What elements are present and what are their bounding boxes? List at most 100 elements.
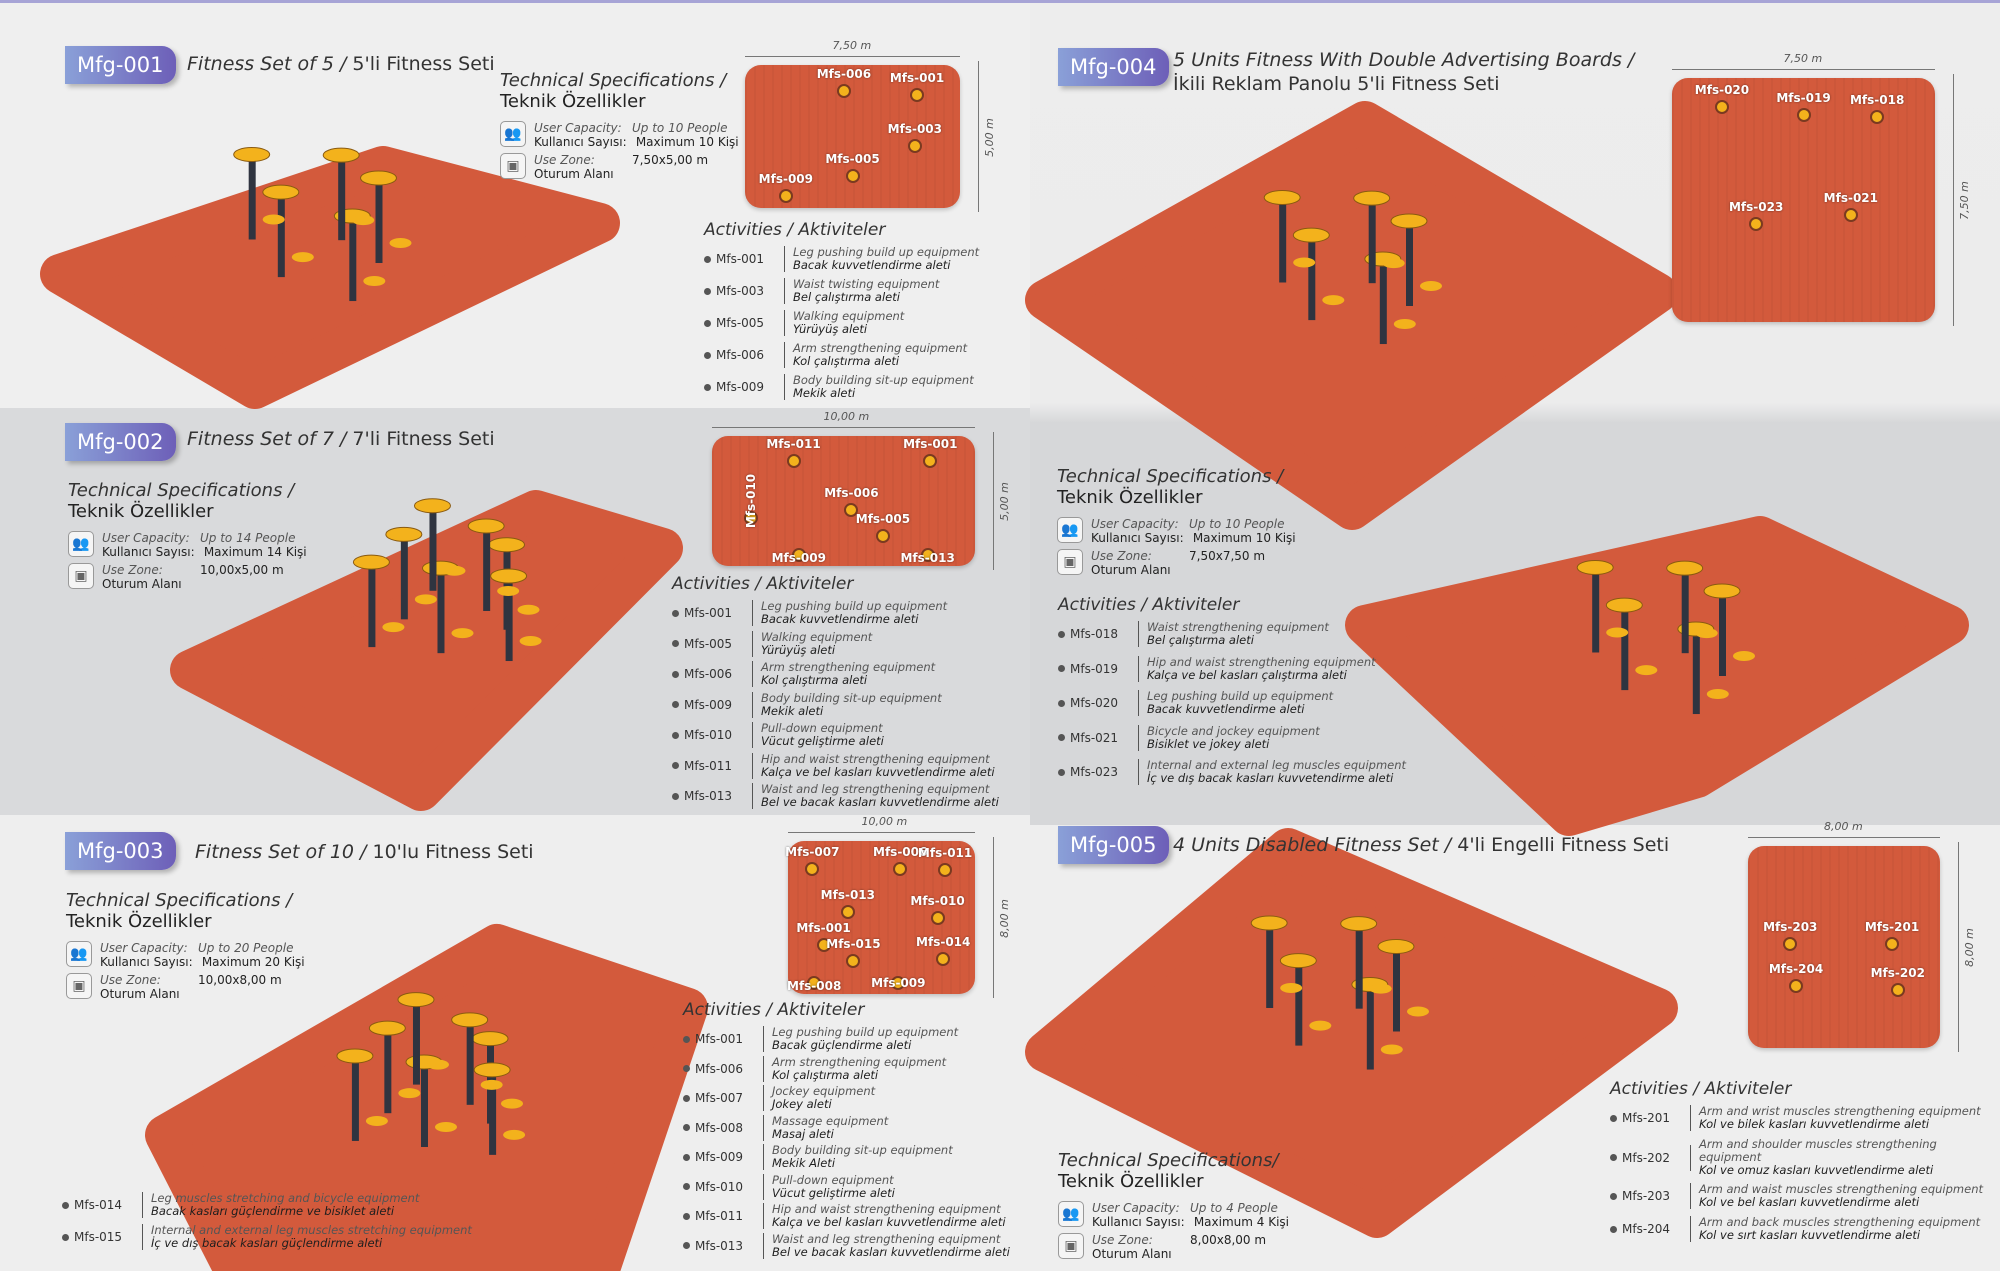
- equipment-3-pedal: [480, 1079, 503, 1090]
- zone-cube-icon: ▣: [66, 973, 92, 999]
- plan-label: Mfs-005: [855, 512, 911, 527]
- bullet-icon: [1610, 1225, 1617, 1233]
- divider: [763, 1026, 764, 1052]
- equipment-2-pedal: [382, 622, 405, 633]
- plan-label: Mfs-014: [916, 934, 971, 949]
- equipment-4-seat: [1292, 227, 1330, 243]
- activity-name-en: Pull-down equipment: [772, 1172, 894, 1187]
- plan-equipment-icon: [891, 976, 906, 990]
- plan-label: Mfs-021: [1823, 190, 1878, 205]
- divider: [1138, 655, 1139, 682]
- bullet-icon: [1610, 1192, 1617, 1200]
- zone-label-tr: Oturum Alanı: [1092, 1247, 1172, 1261]
- plan-equipment-icon: [844, 503, 859, 518]
- plan-equipment-icon: [805, 861, 820, 876]
- activity-name-tr: İç ve dış bacak kasları güçlendirme alet…: [151, 1236, 383, 1250]
- equipment-4-pedal: [1293, 257, 1316, 268]
- activity-code: Mfs-021: [1070, 730, 1119, 745]
- divider: [763, 1232, 764, 1259]
- equipment-5-post: [1393, 946, 1400, 1032]
- divider: [1690, 1144, 1691, 1171]
- activity-name-en: Arm and wrist muscles strengthening equi…: [1699, 1104, 1981, 1118]
- activity-name-en: Leg pushing build up equipment: [1147, 689, 1334, 703]
- bullet-icon: [704, 351, 711, 359]
- activity-name-en: Leg muscles stretching and bicycle equip…: [151, 1191, 420, 1205]
- plan-label: Mfs-011: [766, 436, 821, 451]
- title-english: Fitness Set of 7 /: [187, 428, 347, 450]
- product-code-badge: Mfg-004: [1058, 48, 1169, 96]
- equipment-4b-seat: [1703, 583, 1741, 599]
- equipment-1-pedal: [389, 238, 412, 248]
- divider: [752, 752, 753, 779]
- title-english: Fitness Set of 5 /: [187, 53, 347, 75]
- capacity-label-tr: Kullanıcı Sayısı:: [1091, 531, 1184, 545]
- floor-render-5: [1025, 828, 1678, 1238]
- equipment-1-seat: [322, 147, 360, 163]
- specs-heading-tr: Teknik Özellikler: [1057, 487, 1203, 508]
- plan-label: Mfs-001: [903, 436, 958, 451]
- equipment-4-post: [1406, 221, 1413, 306]
- plan-equipment-icon: [1783, 936, 1798, 951]
- activity-name-tr: Bacak kuvvetlendirme aleti: [1147, 702, 1305, 716]
- equipment-1-pedal: [262, 214, 285, 225]
- zone-cube-icon: ▣: [500, 153, 526, 179]
- equipment-3-seat: [397, 992, 435, 1008]
- plan-equipment-icon: [1796, 107, 1811, 122]
- plan-label: Mfs-006: [824, 486, 879, 501]
- activity-name-tr: Mekik Aleti: [772, 1156, 836, 1170]
- technical-specifications: Technical Specifications /Teknik Özellik…: [68, 480, 307, 595]
- plan-label: Mfs-010: [910, 893, 965, 908]
- plan-equipment-icon: [786, 453, 801, 468]
- height-dimension-label: 8,00 m: [997, 898, 1011, 938]
- activity-name-tr: Kol ve bel kasları kuvvetlendirme aleti: [1699, 1195, 1920, 1209]
- equipment-5-post: [1266, 922, 1274, 1008]
- activity-name-tr: Kol ve omuz kasları kuvvetlendirme aleti: [1699, 1163, 1934, 1177]
- activity-code: Mfs-001: [684, 606, 733, 620]
- product-title: Fitness Set of 10 / 10'lu Fitness Seti: [195, 840, 534, 864]
- equipment-4-pedal: [1393, 319, 1416, 330]
- activity-name-en: Internal and external leg muscles equipm…: [1147, 758, 1407, 772]
- floor-render-2: [170, 490, 683, 811]
- zone-label-tr: Oturum Alanı: [102, 577, 182, 591]
- bullet-icon: [672, 731, 679, 739]
- divider: [1138, 759, 1139, 785]
- activity-name-tr: Bacak kuvvetlendirme aleti: [793, 258, 951, 272]
- equipment-4b-post: [1681, 568, 1689, 654]
- equipment-2-post: [368, 562, 376, 648]
- title-turkish: 7'li Fitness Seti: [352, 428, 495, 450]
- bullet-icon: [1058, 768, 1065, 776]
- activity-name-tr: Kalça ve bel kasları kuvvetlendirme alet…: [772, 1215, 1006, 1229]
- floor-render-1: [40, 146, 620, 409]
- activity-code: Mfs-003: [716, 284, 765, 298]
- technical-specifications: Technical Specifications /Teknik Özellik…: [500, 70, 739, 185]
- zone-label: Use Zone:: [534, 153, 595, 167]
- equipment-5-pedal: [1369, 983, 1392, 994]
- activities-heading: Activities / Aktiviteler: [672, 574, 854, 594]
- equipment-3-seat: [473, 1062, 511, 1078]
- height-dimension-line: [978, 61, 979, 212]
- plan-label: Mfs-006: [816, 66, 872, 81]
- activity-code: Mfs-204: [1622, 1222, 1671, 1236]
- divider: [1138, 621, 1139, 647]
- equipment-3-post: [466, 1019, 474, 1105]
- plan-equipment-icon: [840, 904, 855, 919]
- activity-name-tr: Bacak kuvvetlendirme aleti: [761, 612, 919, 626]
- activity-name-en: Walking equipment: [793, 309, 905, 323]
- activity-name-tr: Vücut geliştirme aleti: [772, 1185, 895, 1200]
- equipment-5-pedal: [1280, 982, 1303, 993]
- divider: [784, 310, 785, 336]
- equipment-3-pedal: [365, 1115, 388, 1126]
- activity-code: Mfs-014: [74, 1198, 123, 1212]
- equipment-5-seat: [1377, 939, 1415, 954]
- divider: [1138, 724, 1139, 751]
